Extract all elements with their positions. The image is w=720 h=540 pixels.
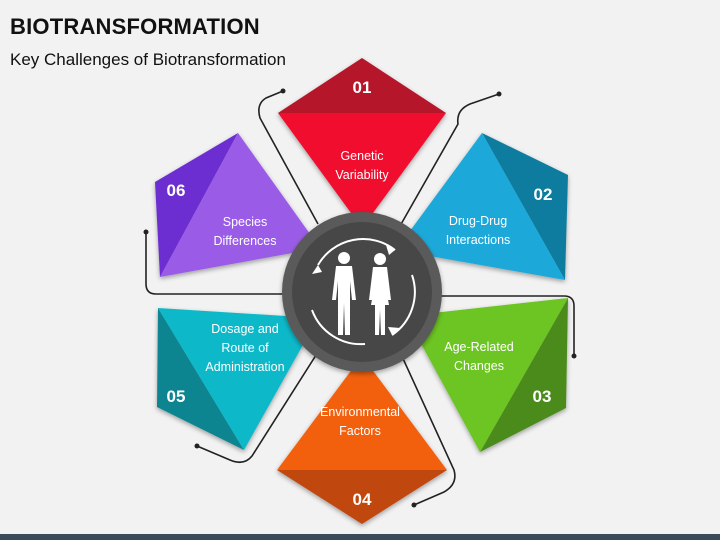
segment-01 — [278, 58, 446, 228]
segment-04-tab — [277, 470, 447, 524]
segment-label-line: Interactions — [446, 233, 511, 247]
human-figures-icon — [332, 252, 391, 335]
segment-04-number: 04 — [353, 490, 372, 509]
connector-left-dot — [143, 229, 149, 235]
segment-02-number: 02 — [534, 185, 553, 204]
segment-label-line: Factors — [339, 424, 381, 438]
segment-01-number: 01 — [353, 78, 372, 97]
segment-05-number: 05 — [167, 387, 186, 406]
segment-01-tab — [278, 58, 446, 113]
segment-label-line: Age-Related — [444, 340, 514, 354]
cycle-arrows-icon — [311, 238, 416, 346]
segment-03-number: 03 — [533, 387, 552, 406]
center-hub — [282, 212, 442, 372]
segment-label-line: Drug-Drug — [449, 214, 507, 228]
segment-label-line: Genetic — [340, 149, 383, 163]
segment-label-line: Species — [223, 215, 267, 229]
segment-label-line: Environmental — [320, 405, 400, 419]
connector-right-dot — [571, 353, 577, 359]
segment-label-line: Dosage and — [211, 322, 278, 336]
connector-top-left — [258, 90, 319, 225]
segment-label-line: Variability — [335, 168, 389, 182]
segment-02-tab — [482, 133, 568, 280]
segment-01-wedge — [278, 113, 446, 228]
connector-top-right — [399, 93, 500, 227]
connector-top-right-dot — [496, 91, 502, 97]
segment-label-line: Differences — [214, 234, 277, 248]
segment-04 — [277, 356, 447, 524]
segment-06 — [155, 133, 320, 277]
segment-06-wedge — [160, 133, 320, 277]
page-subtitle: Key Challenges of Biotransformation — [10, 50, 286, 69]
segment-03-wedge — [406, 298, 568, 452]
segment-label-line: Route of — [221, 341, 269, 355]
segment-05-tab — [157, 308, 244, 450]
connector-top-left-dot — [280, 88, 286, 94]
segment-05 — [157, 308, 318, 450]
segment-04-wedge — [277, 356, 447, 470]
segment-05-wedge — [158, 308, 318, 450]
footer-bar — [0, 534, 720, 540]
segment-label-line: Changes — [454, 359, 504, 373]
segment-02-wedge — [396, 133, 565, 280]
connector-bottom-left — [196, 351, 319, 464]
connector-bottom-left-dot — [194, 443, 200, 449]
segment-06-number: 06 — [167, 181, 186, 200]
segment-03 — [406, 298, 568, 452]
connector-left — [145, 232, 287, 295]
segment-02 — [396, 133, 568, 280]
segment-06-tab — [155, 133, 238, 277]
connector-bottom-right-dot — [411, 502, 417, 508]
connector-bottom-right — [399, 351, 456, 506]
connector-lines — [143, 88, 577, 508]
page-title: BIOTRANSFORMATION — [10, 14, 260, 39]
segment-label-line: Administration — [205, 360, 284, 374]
connector-right — [437, 295, 575, 356]
